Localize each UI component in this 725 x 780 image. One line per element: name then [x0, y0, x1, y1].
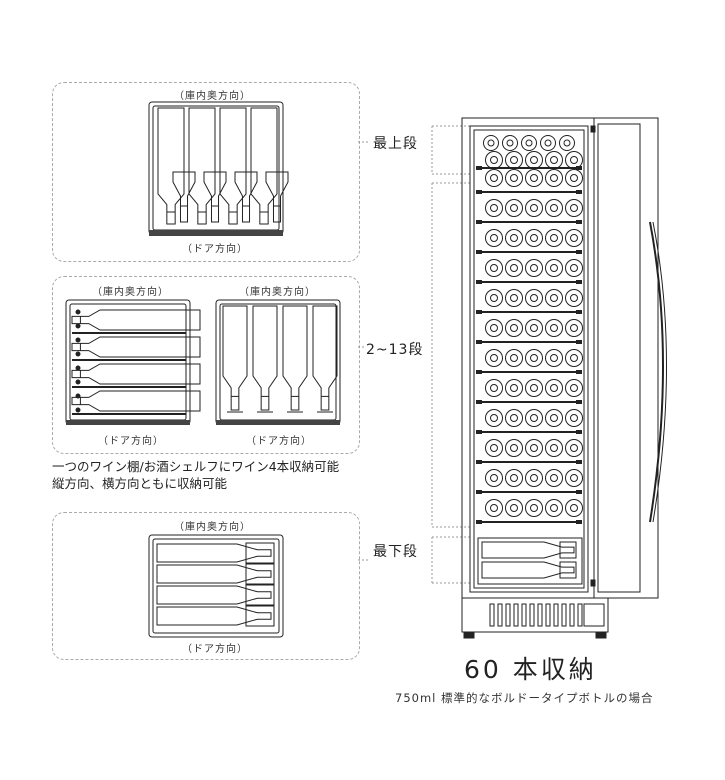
middle-horizontal-shelf-illustration — [65, 299, 201, 425]
shelf-label-top: 最上段 — [373, 136, 418, 152]
middle-vertical-shelf-illustration — [215, 299, 341, 425]
caption-line-2: 縦方向、横方向ともに収納可能 — [52, 476, 228, 491]
back-direction-label-mid-left: （庫内奥方向） — [92, 287, 169, 298]
caption-line-1: 一つのワイン棚/お酒シェルフにワイン4本収納可能 — [52, 459, 340, 474]
back-direction-label-top: （庫内奥方向） — [174, 91, 251, 102]
connector-lines — [358, 125, 470, 584]
door-direction-label-mid-left: （ドア方向） — [98, 436, 164, 447]
door-direction-label-top: （ドア方向） — [182, 244, 248, 255]
capacity-title: 60 本収納 — [464, 655, 597, 684]
shelf-label-bottom: 最下段 — [373, 544, 418, 560]
bottom-shelf-panel — [52, 512, 360, 660]
door-direction-label-bottom: （ドア方向） — [182, 644, 248, 655]
door-direction-label-mid-right: （ドア方向） — [246, 436, 312, 447]
top-shelf-illustration — [148, 101, 289, 236]
back-direction-label-mid-right: （庫内奥方向） — [239, 287, 316, 298]
wine-fridge-illustration — [461, 117, 667, 639]
capacity-note: 750ml 標準的なボルドータイプボトルの場合 — [395, 691, 654, 705]
shelf-label-middle: 2~13段 — [366, 342, 424, 358]
middle-shelf-panel — [52, 276, 360, 454]
back-direction-label-bottom: （庫内奥方向） — [174, 522, 251, 533]
top-shelf-panel — [52, 82, 360, 262]
bottom-shelf-illustration — [148, 534, 284, 638]
